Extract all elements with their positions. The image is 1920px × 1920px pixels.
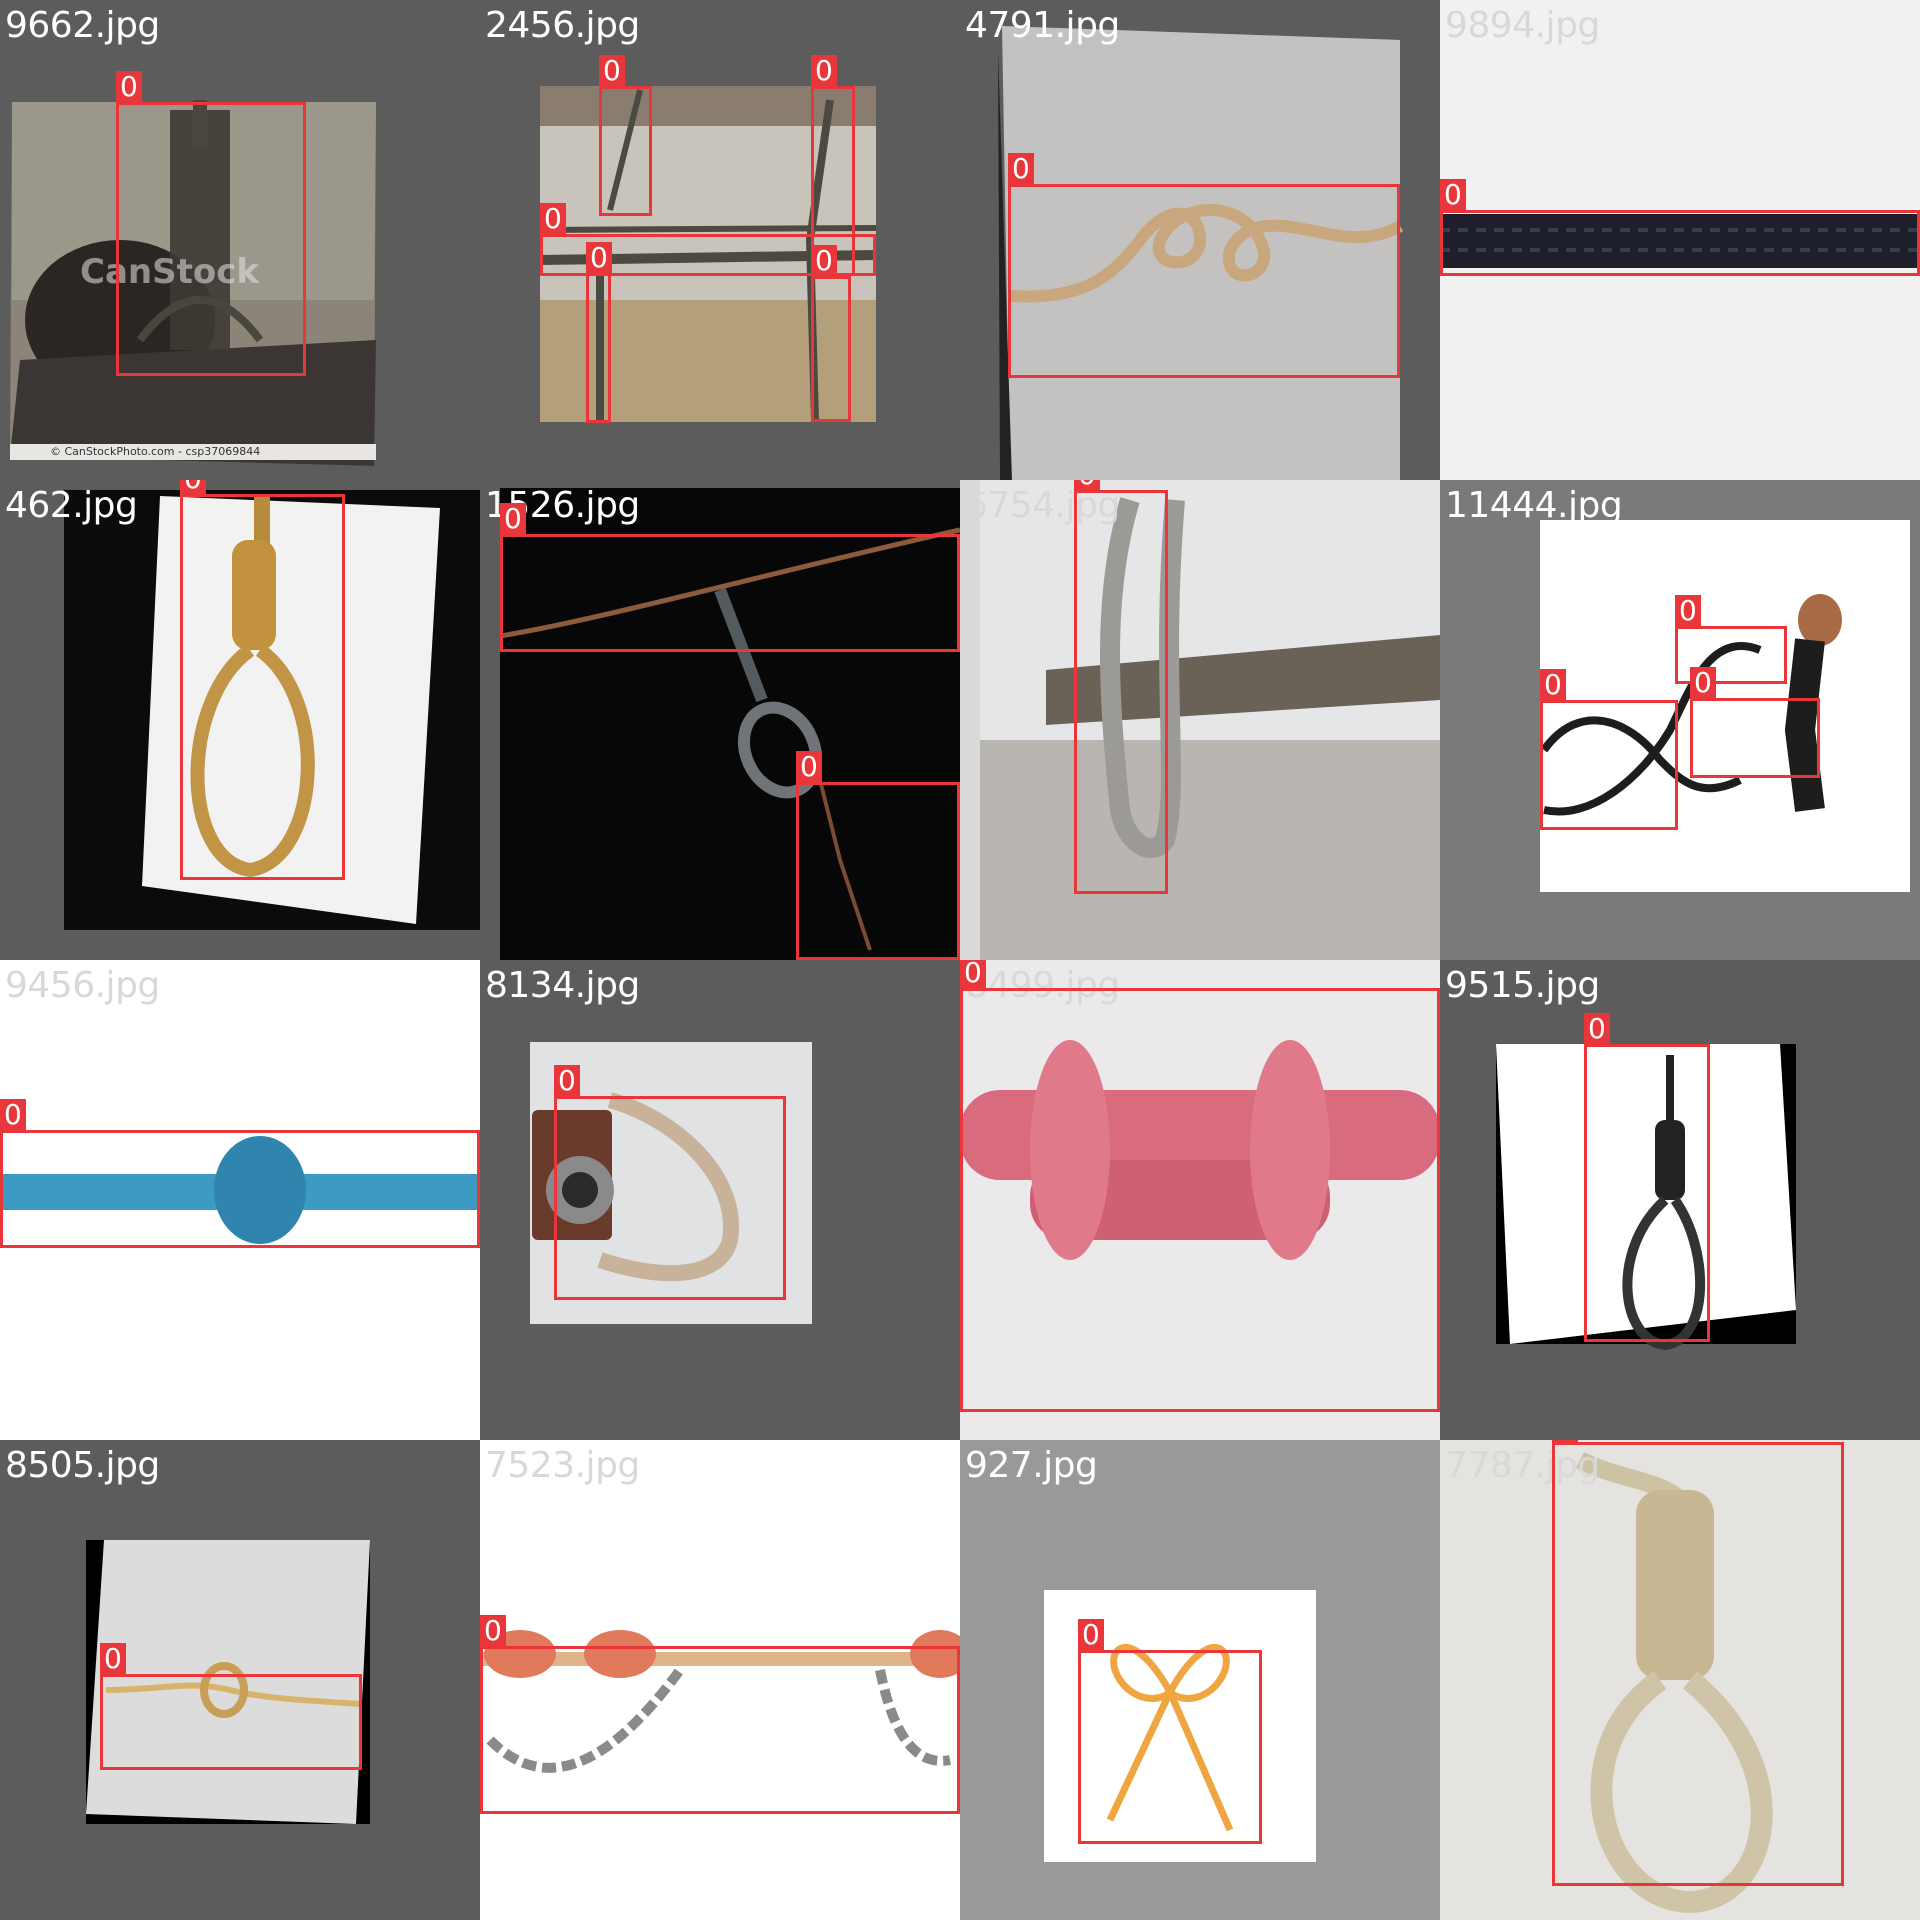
bounding-box: 0: [116, 71, 306, 376]
class-label: 0: [1690, 667, 1716, 699]
bounding-box: 0: [599, 55, 652, 216]
bounding-box: 0: [480, 1615, 960, 1814]
bounding-box: 0: [100, 1643, 362, 1770]
bounding-box: 0: [811, 55, 855, 276]
class-label: 0: [100, 1643, 126, 1675]
class-label: 0: [796, 751, 822, 783]
class-label: 0: [1078, 1619, 1104, 1651]
tile-8499: 8499.jpg 0: [960, 960, 1440, 1440]
filename-label: 9456.jpg: [5, 965, 160, 1006]
class-label: 0: [554, 1065, 580, 1097]
tile-7787: 7787.jpg 0: [1440, 1440, 1920, 1920]
tile-image: [539, 86, 877, 422]
class-label: 0: [960, 960, 986, 989]
class-label: 0: [1440, 179, 1466, 211]
class-label: 0: [811, 55, 837, 87]
tile-image: [960, 960, 1440, 1440]
tile-8505: 8505.jpg 0: [0, 1440, 480, 1920]
tile-7523: 7523.jpg 0: [480, 1440, 960, 1920]
tile-image: [1540, 520, 1910, 892]
tile-6754: 6754.jpg 0: [960, 480, 1440, 960]
class-label: 0: [180, 480, 206, 495]
tile-image: [0, 1136, 480, 1244]
tile-11444: 11444.jpg 0 0 0: [1440, 480, 1920, 960]
tile-image: [980, 480, 1440, 960]
filename-label: 8499.jpg: [965, 965, 1120, 1006]
bounding-box: 0: [811, 245, 851, 422]
filename-label: 9662.jpg: [5, 5, 160, 46]
tile-1526: 1526.jpg 0 0: [480, 480, 960, 960]
class-label: 0: [1675, 595, 1701, 627]
class-label: 0: [1552, 1440, 1578, 1443]
tile-image: [64, 490, 480, 930]
class-label: 0: [1540, 669, 1566, 701]
tile-image: [86, 1540, 370, 1824]
bounding-box: 0: [1675, 595, 1787, 684]
bounding-box: 0: [1552, 1440, 1844, 1886]
bounding-box: 0: [796, 751, 960, 960]
filename-label: 9515.jpg: [1445, 965, 1600, 1006]
class-label: 0: [540, 203, 566, 235]
tile-4791: 4791.jpg 0: [960, 0, 1440, 480]
class-label: 0: [599, 55, 625, 87]
bounding-box: 0: [1074, 480, 1168, 894]
bounding-box: 0: [586, 242, 612, 423]
class-label: 0: [480, 1615, 506, 1647]
bounding-box: 0: [500, 503, 960, 652]
tile-9662: CanStock © CanStockPhoto.com - csp370698…: [0, 0, 480, 480]
class-label: 0: [811, 245, 837, 277]
filename-label: 9894.jpg: [1445, 5, 1600, 46]
class-label: 0: [116, 71, 142, 103]
class-label: 0: [1008, 153, 1034, 185]
filename-label: 7523.jpg: [485, 1445, 640, 1486]
bounding-box: 0: [1078, 1619, 1262, 1844]
tile-462: 462.jpg 0: [0, 480, 480, 960]
bounding-box: 0: [1540, 669, 1678, 830]
bounding-box: 0: [1584, 1013, 1710, 1342]
filename-label: 927.jpg: [965, 1445, 1098, 1486]
caption-text: © CanStockPhoto.com - csp37069844: [50, 445, 261, 458]
filename-label: 2456.jpg: [485, 5, 640, 46]
class-label: 0: [1584, 1013, 1610, 1045]
tile-8134: 8134.jpg 0: [480, 960, 960, 1440]
bounding-box: 0: [554, 1065, 786, 1300]
tile-image: [480, 1630, 960, 1773]
class-label: 0: [500, 503, 526, 535]
class-label: 0: [586, 242, 612, 274]
tile-image: [998, 26, 1404, 480]
tile-2456: 2456.jpg 0 0 0 0 0: [480, 0, 960, 480]
tile-9456: 9456.jpg 0: [0, 960, 480, 1440]
tile-image: [1496, 1044, 1796, 1351]
filename-label: 7787.jpg: [1445, 1445, 1600, 1486]
bounding-box: 0: [1008, 153, 1400, 378]
bounding-box: 0: [1440, 179, 1920, 276]
class-label: 0: [1074, 480, 1100, 491]
filename-label: 8134.jpg: [485, 965, 640, 1006]
class-label: 0: [0, 1099, 26, 1131]
tile-image: [1440, 214, 1920, 268]
filename-label: 8505.jpg: [5, 1445, 160, 1486]
tile-9515: 9515.jpg 0: [1440, 960, 1920, 1440]
watermark-text: CanStock: [80, 252, 259, 292]
filename-label: 11444.jpg: [1445, 485, 1623, 526]
bounding-box: 0: [180, 480, 345, 880]
bounding-box: 0: [960, 960, 1440, 1412]
tile-9894: 9894.jpg 0: [1440, 0, 1920, 480]
bounding-box: 0: [0, 1099, 480, 1248]
tile-image: [10, 100, 376, 466]
bounding-box: 0: [1690, 667, 1820, 778]
tile-image: [1440, 1440, 1920, 1920]
filename-label: 4791.jpg: [965, 5, 1120, 46]
tile-927: 927.jpg 0: [960, 1440, 1440, 1920]
bounding-box: 0: [540, 203, 876, 276]
filename-label: 462.jpg: [5, 485, 138, 526]
tile-image: [499, 488, 960, 960]
